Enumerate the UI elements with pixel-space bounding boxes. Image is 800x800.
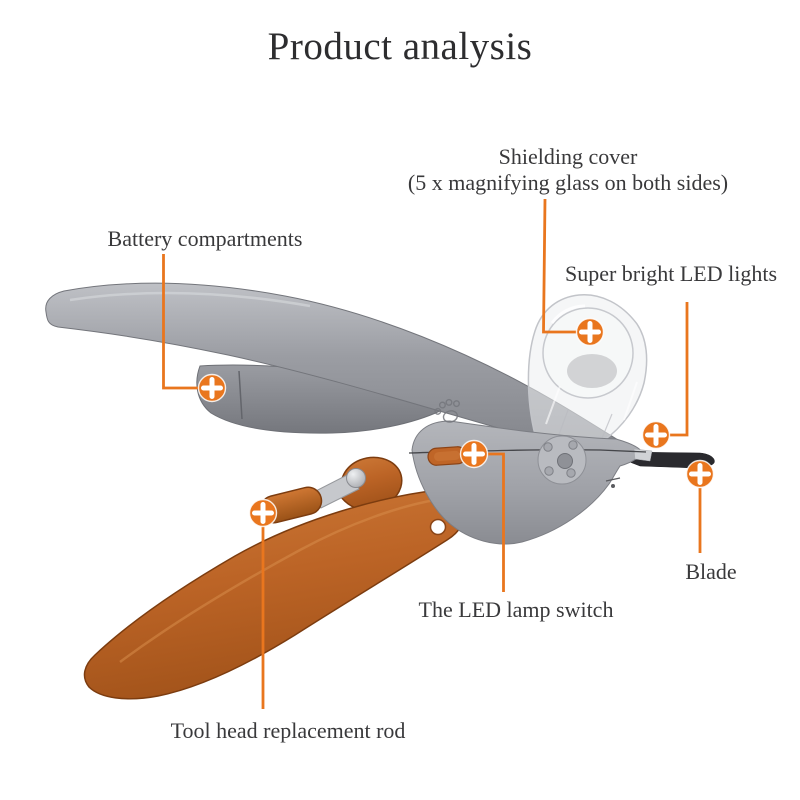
leader-battery <box>162 254 199 390</box>
lower-handle-sheen <box>119 498 436 664</box>
shielding-cover <box>527 294 648 451</box>
leader-shielding <box>542 198 577 334</box>
pivot-plate <box>537 435 587 485</box>
callout-leader-lines <box>162 198 702 709</box>
plus-marker-led-switch-icon <box>459 439 489 469</box>
page-title: Product analysis <box>267 25 533 68</box>
callout-markers <box>197 317 715 528</box>
label-shielding-cover-line1: Shielding cover <box>498 144 638 169</box>
plus-marker-shielding-icon <box>575 317 605 347</box>
blade-mount-glint <box>633 448 653 462</box>
handle-hinge-hole <box>429 518 447 536</box>
jaw-notch <box>605 477 621 482</box>
label-tool-head-replacement-rod: Tool head replacement rod <box>170 718 406 743</box>
jaw-dot <box>611 484 615 488</box>
paw-print-icon <box>434 398 460 423</box>
clipper-body <box>45 282 715 700</box>
battery-compartment-seam <box>238 370 243 420</box>
plus-marker-tool-rod-icon <box>248 498 278 528</box>
label-led-lights: Super bright LED lights <box>564 261 778 286</box>
label-shielding-cover: Shielding cover (5 x magnifying glass on… <box>408 144 728 196</box>
lower-handle <box>83 488 467 700</box>
upper-handle-highlight <box>69 291 311 308</box>
pivot-pin-ball <box>346 468 366 488</box>
label-battery-compartments: Battery compartments <box>107 226 303 251</box>
label-blade: Blade <box>685 559 737 584</box>
label-led-lamp-switch: The LED lamp switch <box>418 597 614 622</box>
plus-marker-led-lights-icon <box>641 420 671 450</box>
plus-marker-battery-icon <box>197 373 227 403</box>
leader-led-lights <box>669 302 689 437</box>
leader-led-switch <box>488 452 505 592</box>
plus-marker-blade-icon <box>685 459 715 489</box>
magnifier-lens <box>542 307 634 399</box>
label-shielding-cover-line2: (5 x magnifying glass on both sides) <box>407 170 729 195</box>
